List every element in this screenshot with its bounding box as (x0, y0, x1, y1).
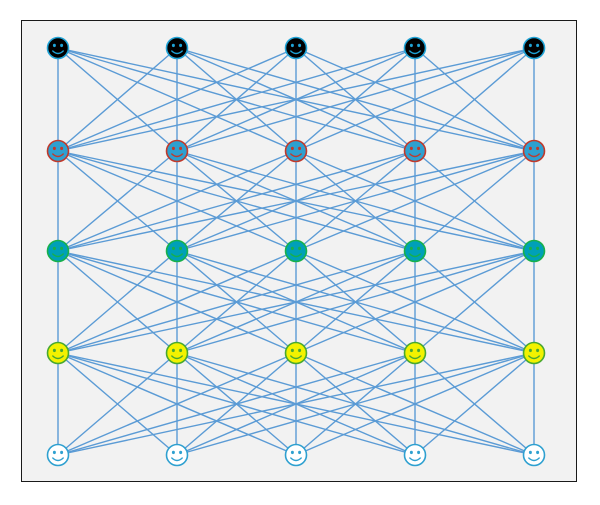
edge-l4n5-l5n4 (414, 352, 535, 456)
edge-l4n4-l5n1 (57, 352, 416, 456)
edge-group (57, 47, 535, 456)
edge-l2n5-l3n1 (57, 150, 535, 252)
edge-l3n2-l4n1 (57, 250, 178, 354)
edge-l4n5-l5n3 (295, 352, 535, 456)
smiley-face-icon (46, 139, 70, 163)
edge-l2n5-l3n4 (414, 150, 535, 252)
smiley-face-icon (403, 139, 427, 163)
edge-l3n5-l4n1 (57, 250, 535, 354)
edge-l1n5-l2n1 (57, 47, 535, 152)
smiley-face-icon (46, 341, 70, 365)
edge-l1n5-l2n2 (176, 47, 535, 152)
edge-l2n4-l3n1 (57, 150, 416, 252)
smiley-face-icon (284, 36, 308, 60)
smiley-face-icon (522, 139, 546, 163)
edge-l3n3-l4n1 (57, 250, 297, 354)
smiley-face-icon (165, 443, 189, 467)
smiley-face-icon (403, 239, 427, 263)
edge-l3n5-l4n2 (176, 250, 535, 354)
edge-l1n5-l2n4 (414, 47, 535, 152)
smiley-face-icon (46, 443, 70, 467)
smiley-face-icon (522, 341, 546, 365)
edge-l3n4-l4n1 (57, 250, 416, 354)
smiley-face-icon (522, 36, 546, 60)
smiley-face-icon (165, 139, 189, 163)
smiley-face-icon (284, 139, 308, 163)
smiley-face-icon (165, 341, 189, 365)
smiley-face-icon (46, 239, 70, 263)
edge-l4n5-l5n2 (176, 352, 535, 456)
smiley-face-icon (284, 341, 308, 365)
edge-l4n3-l5n1 (57, 352, 297, 456)
smiley-face-icon (522, 443, 546, 467)
smiley-face-icon (403, 36, 427, 60)
smiley-face-icon (522, 239, 546, 263)
smiley-face-icon (165, 36, 189, 60)
edge-l1n4-l2n1 (57, 47, 416, 152)
edge-l1n5-l2n3 (295, 47, 535, 152)
edge-l2n3-l3n1 (57, 150, 297, 252)
edge-l2n5-l3n2 (176, 150, 535, 252)
smiley-face-icon (165, 239, 189, 263)
edge-l4n2-l5n1 (57, 352, 178, 456)
edge-l4n5-l5n1 (57, 352, 535, 456)
edge-l3n5-l4n3 (295, 250, 535, 354)
edge-l1n3-l2n1 (57, 47, 297, 152)
edge-l2n2-l3n1 (57, 150, 178, 252)
smiley-face-icon (403, 443, 427, 467)
smiley-face-icon (403, 341, 427, 365)
edge-l3n5-l4n4 (414, 250, 535, 354)
smiley-face-icon (46, 36, 70, 60)
smiley-face-icon (284, 443, 308, 467)
smiley-face-icon (284, 239, 308, 263)
edge-l2n5-l3n3 (295, 150, 535, 252)
edge-l1n2-l2n1 (57, 47, 178, 152)
node-group (46, 36, 546, 467)
